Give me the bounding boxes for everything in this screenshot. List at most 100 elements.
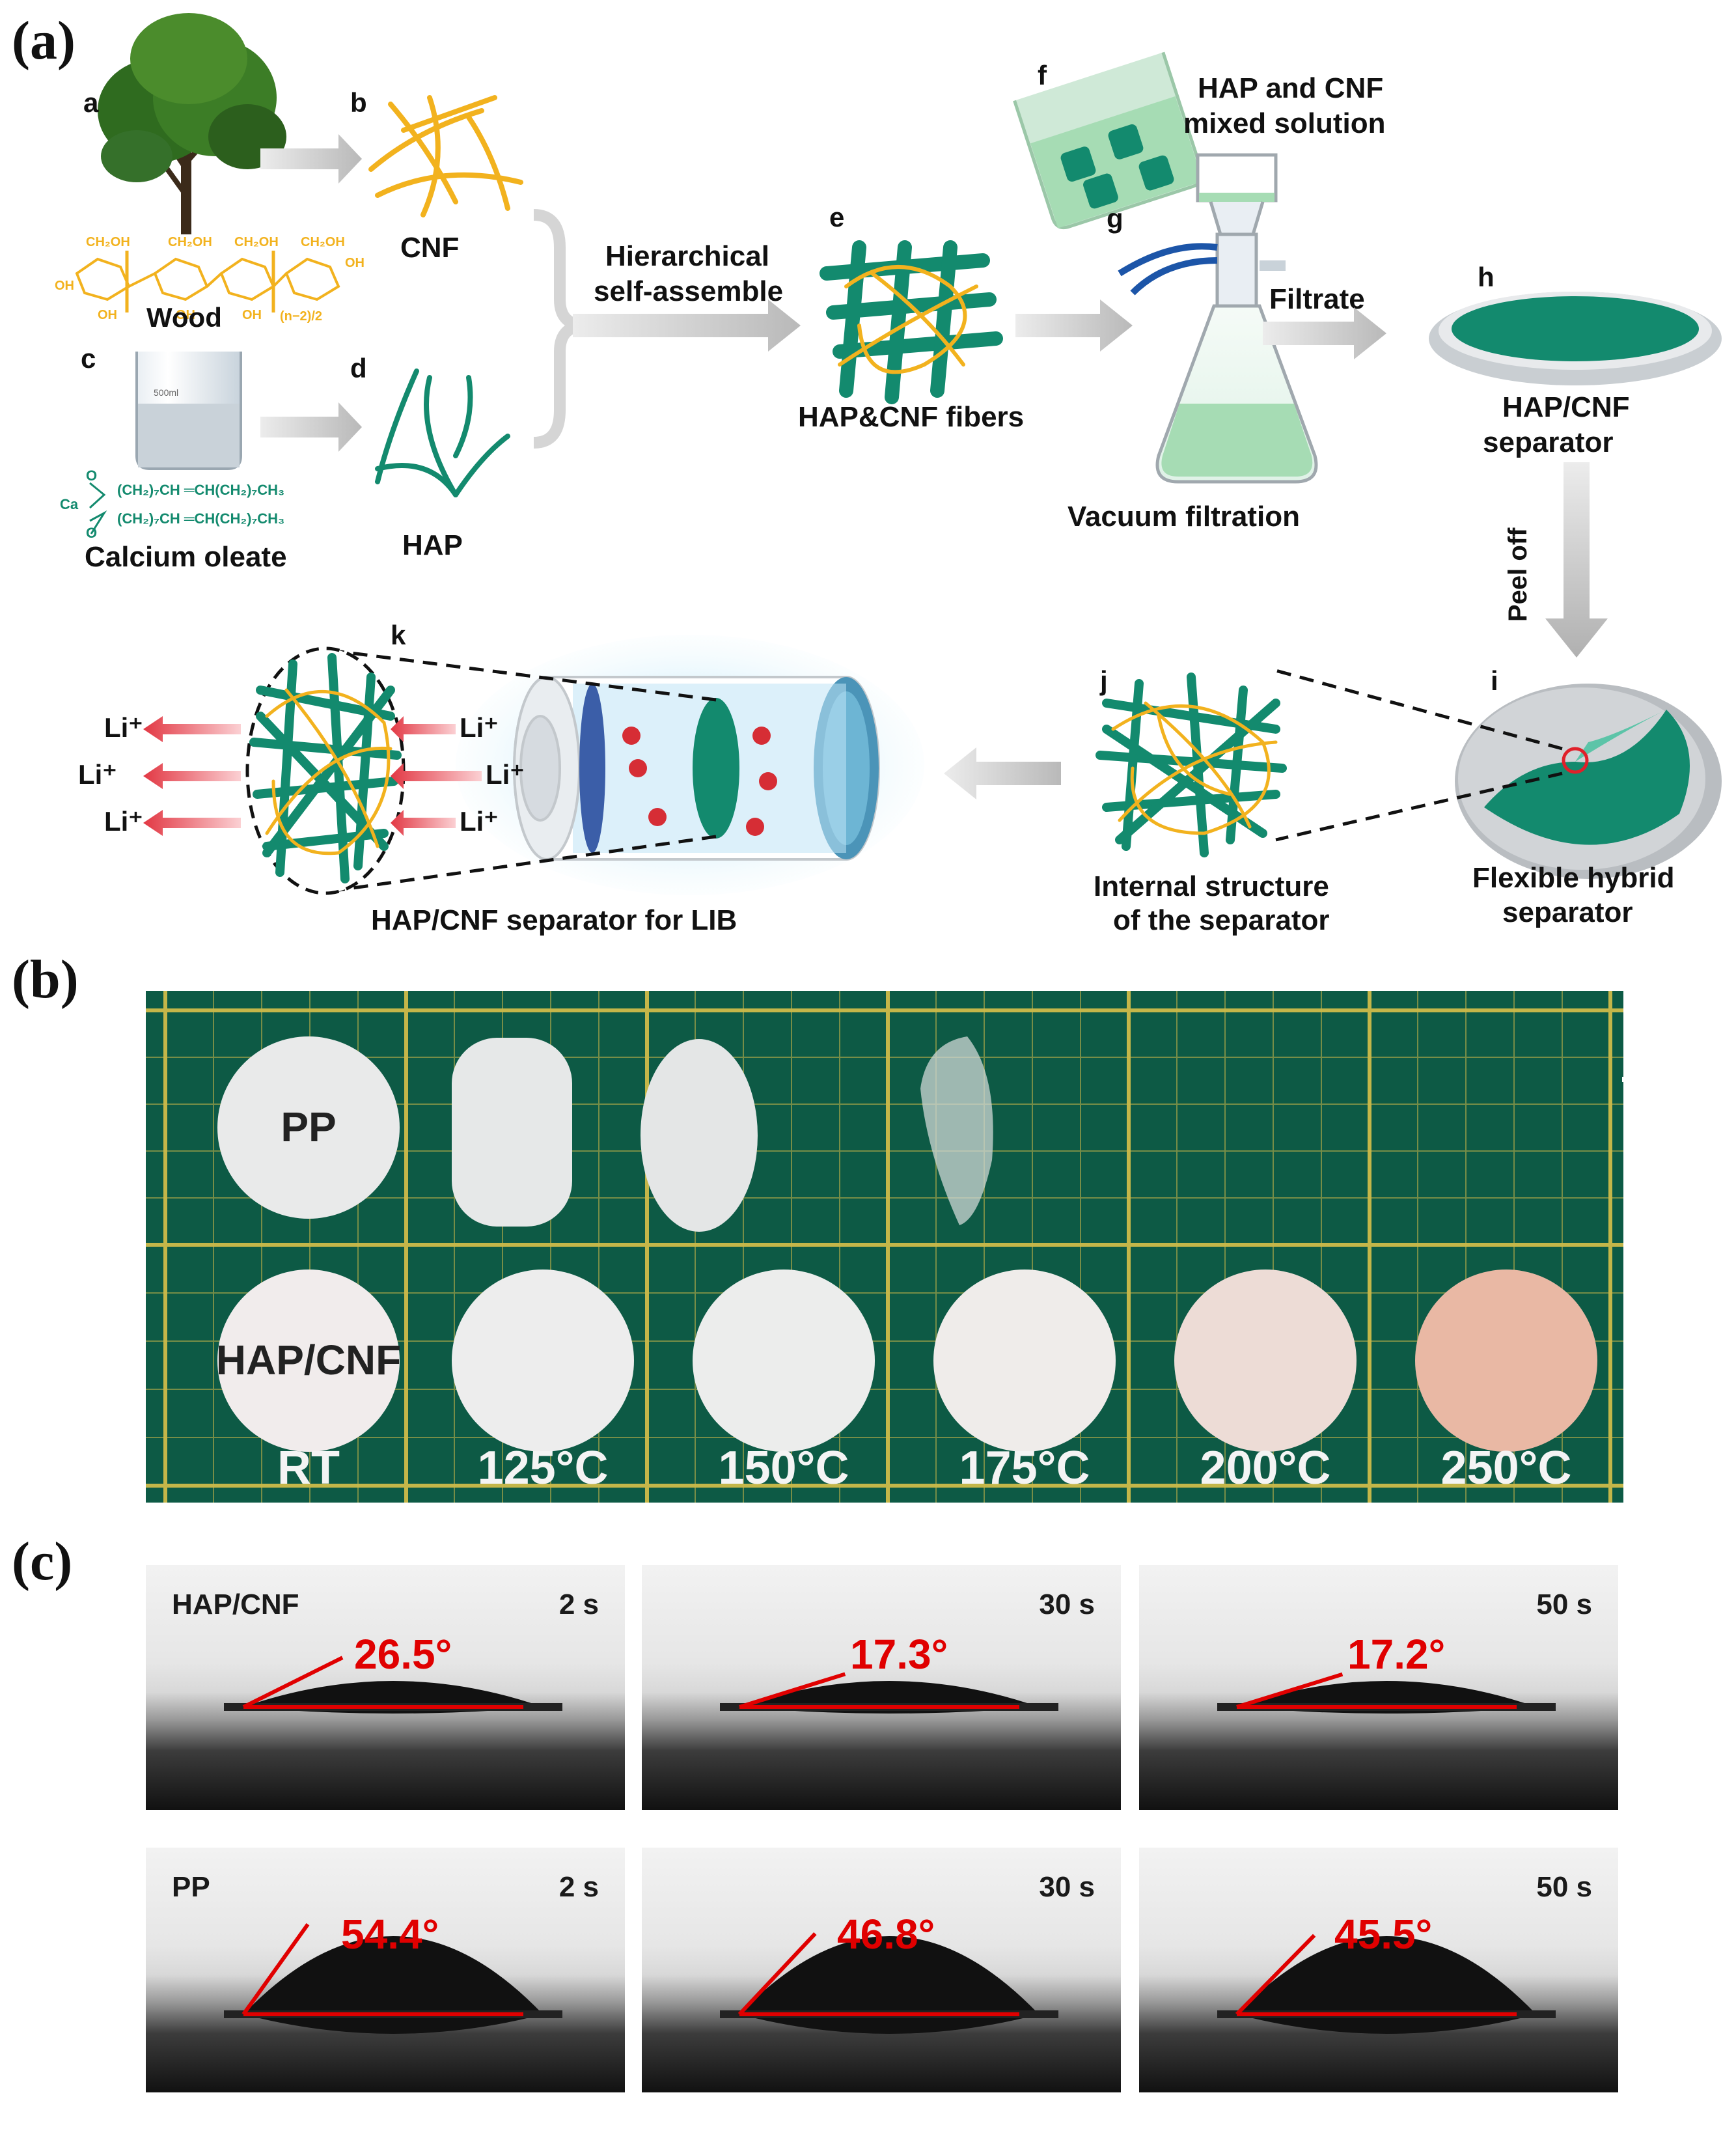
arrow-to-filtration — [1015, 299, 1133, 352]
internal-label-1: Internal structure — [1094, 870, 1329, 902]
angle-value: 45.5° — [1334, 1911, 1433, 1958]
li-label-6: Li⁺ — [460, 806, 499, 837]
sample-label: HAP/CNF — [172, 1589, 299, 1620]
cellulose-structure — [75, 251, 340, 312]
zoom-lines-k — [325, 648, 717, 894]
cnf-fibers-illustration — [368, 95, 523, 217]
oh-label-2: OH — [98, 308, 117, 322]
step-f: f — [1038, 60, 1047, 90]
temp-label-175: 175°C — [959, 1442, 1090, 1494]
oh-label-3: OH — [176, 308, 195, 322]
calcium-oleate-label: Calcium oleate — [85, 541, 287, 573]
li-label-4: Li⁺ — [460, 712, 499, 743]
separator-label-2: separator — [1483, 426, 1614, 458]
temp-label-250: 250°C — [1440, 1442, 1572, 1494]
pp-disc-150 — [641, 1039, 758, 1232]
internal-label-2: of the separator — [1113, 904, 1330, 936]
droplet-image — [720, 1672, 1058, 1714]
oleate-chain-2: (CH₂)₇CH ═CH(CH₂)₇CH₃ — [117, 510, 284, 527]
li-label-5: Li⁺ — [486, 759, 525, 790]
arrow-self-assemble — [573, 299, 801, 352]
flexible-label-2: separator — [1502, 896, 1633, 928]
fibers-label: HAP&CNF fibers — [798, 401, 1024, 433]
arrow-peel-off — [1545, 462, 1608, 658]
scale-bar — [1622, 1077, 1623, 1082]
droplet-image — [720, 1932, 1058, 2034]
tree-illustration — [98, 13, 286, 234]
arrow-a-to-b — [260, 134, 362, 184]
hapcnf-disc-200 — [1174, 1270, 1357, 1452]
separator-dish — [1429, 292, 1722, 385]
tangent-line — [737, 1932, 817, 2016]
step-i: i — [1491, 665, 1498, 696]
panel-label-c: (c) — [12, 1531, 73, 1592]
wood-label: Wood — [146, 302, 222, 333]
step-b: b — [350, 87, 367, 118]
oleate-ca: Ca — [60, 496, 79, 512]
time-label: 2 s — [558, 1871, 599, 1903]
flexible-label-1: Flexible hybrid — [1472, 862, 1675, 894]
internal-structure-illustration — [1095, 673, 1287, 857]
fabrication-scheme: a CH₂OH CH₂OH CH₂OH CH₂OH OH OH OH OH OH… — [55, 13, 1722, 936]
mixed-label-2: mixed solution — [1183, 107, 1385, 139]
oleate-o-1: O — [86, 467, 97, 484]
angle-value: 46.8° — [837, 1911, 935, 1958]
tangent-line — [241, 1923, 310, 2016]
time-label: 50 s — [1536, 1589, 1592, 1620]
thermal-stability-photo: PP HAP/CNF 1cm RT 125°C 150°C 175°C 200°… — [146, 991, 1623, 1503]
time-label: 30 s — [1039, 1589, 1095, 1620]
step-j: j — [1099, 665, 1108, 696]
vacuum-label: Vacuum filtration — [1068, 501, 1300, 533]
time-label: 2 s — [558, 1589, 599, 1620]
cellulose-subscript: (n−2)/2 — [280, 309, 322, 324]
angle-value: 17.3° — [850, 1631, 948, 1678]
angle-value: 54.4° — [341, 1911, 439, 1958]
zoom-lines-i — [1275, 669, 1563, 842]
separator-closeup — [245, 646, 406, 895]
hapcnf-disc-175 — [933, 1270, 1116, 1452]
step-e: e — [829, 202, 844, 232]
pp-disc-rt — [217, 1036, 400, 1219]
droplet — [243, 1936, 543, 2034]
vacuum-flask — [1118, 153, 1318, 484]
beaker-volume: 500ml — [154, 387, 178, 398]
droplet-image — [1217, 1934, 1556, 2034]
hap-fibers-illustration — [375, 368, 510, 497]
tangent-line — [1235, 1934, 1316, 2016]
separator-label-1: HAP/CNF — [1502, 391, 1630, 423]
oh-label-5: OH — [345, 256, 365, 270]
hapcnf-disc-125 — [452, 1270, 634, 1452]
hierarchical-label-1: Hierarchical — [605, 240, 769, 272]
temp-label-200: 200°C — [1200, 1442, 1331, 1494]
filtrate-label: Filtrate — [1269, 283, 1365, 315]
tangent-line — [242, 1656, 344, 1709]
lib-label: HAP/CNF separator for LIB — [371, 904, 737, 936]
hierarchical-label-2: self-assemble — [594, 275, 783, 307]
tangent-line — [1236, 1672, 1343, 1709]
cnf-label: CNF — [400, 232, 459, 264]
oh-label-4: OH — [242, 308, 262, 322]
step-k: k — [391, 620, 406, 650]
arrow-filtrate — [1263, 307, 1386, 359]
panel-label-a: (a) — [12, 10, 76, 71]
arrow-c-to-d — [260, 402, 362, 452]
ch2oh-label-1: CH₂OH — [86, 235, 130, 249]
hybrid-fibers-illustration — [820, 240, 1003, 404]
step-g: g — [1107, 203, 1123, 234]
ch2oh-label-4: CH₂OH — [301, 235, 345, 249]
mixed-label-1: HAP and CNF — [1198, 72, 1383, 104]
battery-cell-illustration — [456, 635, 924, 895]
li-ion-arrows — [143, 716, 482, 836]
time-label: 50 s — [1536, 1871, 1592, 1903]
hapcnf-disc-rt — [217, 1270, 400, 1452]
li-label-2: Li⁺ — [78, 759, 117, 790]
arrow-to-battery — [944, 747, 1061, 799]
li-label-1: Li⁺ — [104, 712, 143, 743]
pp-disc-125 — [452, 1038, 572, 1227]
panel-label-b: (b) — [12, 949, 79, 1010]
droplet — [739, 1936, 1039, 2034]
cutting-mat-grid — [146, 991, 1623, 1503]
